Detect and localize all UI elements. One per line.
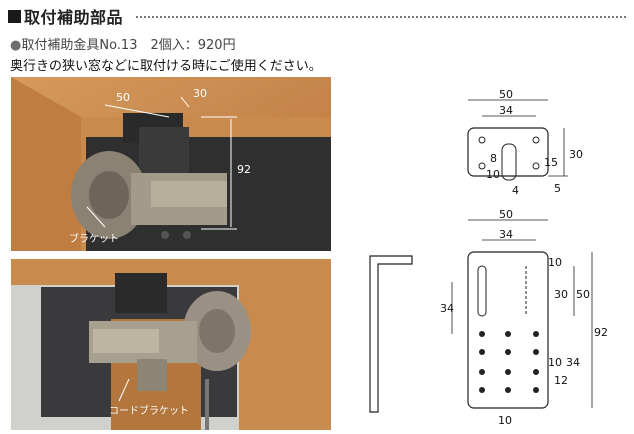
- front-dim-left-34: 34: [440, 302, 454, 315]
- dim-height-92: 92: [237, 163, 251, 176]
- top-view-drawing: 50 34 30 15 8 10 4 5: [467, 88, 583, 197]
- photo-bracket-top: 50 30 92 ブラケット: [11, 77, 331, 251]
- front-dim-10a: 10: [548, 256, 562, 269]
- top-dim-10: 10: [486, 168, 500, 181]
- top-dim-30: 30: [569, 148, 583, 161]
- top-dim-50: 50: [499, 88, 513, 101]
- front-dim-34r: 34: [566, 356, 580, 369]
- front-dim-30: 30: [554, 288, 568, 301]
- square-bullet-icon: [8, 9, 21, 23]
- product-description: 奥行きの狭い窓などに取付ける時にご使用ください。: [10, 59, 322, 74]
- top-dim-15: 15: [544, 156, 558, 169]
- front-dim-34: 34: [499, 228, 513, 241]
- front-dim-50r: 50: [576, 288, 590, 301]
- front-dim-12: 12: [554, 374, 568, 387]
- dim-depth-30: 30: [193, 87, 207, 100]
- top-dim-8: 8: [490, 152, 497, 165]
- front-dim-50: 50: [499, 208, 513, 221]
- top-dim-34: 34: [499, 104, 513, 117]
- front-dim-bottom-10: 10: [498, 414, 512, 427]
- dotted-rule: [136, 16, 626, 18]
- side-view-drawing: [369, 255, 413, 413]
- product-qty-price: 2個入：920円: [150, 38, 236, 53]
- top-dim-5: 5: [554, 182, 561, 195]
- front-dim-92: 92: [594, 326, 608, 339]
- circle-bullet-icon: ●: [10, 38, 22, 53]
- section-header: 取付補助部品: [8, 4, 626, 28]
- label-cord-bracket: コードブラケット: [109, 404, 189, 417]
- dim-width-50: 50: [116, 91, 130, 104]
- section-title: 取付補助部品: [24, 8, 124, 27]
- top-dim-4: 4: [512, 184, 519, 197]
- photo-cord-bracket: コードブラケット: [11, 259, 331, 430]
- label-bracket: ブラケット: [69, 232, 119, 245]
- product-name: 取付補助金具No.13: [21, 38, 138, 53]
- product-line: ●取付補助金具No.13 2個入：920円: [10, 34, 236, 53]
- front-dim-10b: 10: [548, 356, 562, 369]
- front-view-drawing: 50 34 34 92 50 30 10 10 34 12 10: [440, 208, 608, 427]
